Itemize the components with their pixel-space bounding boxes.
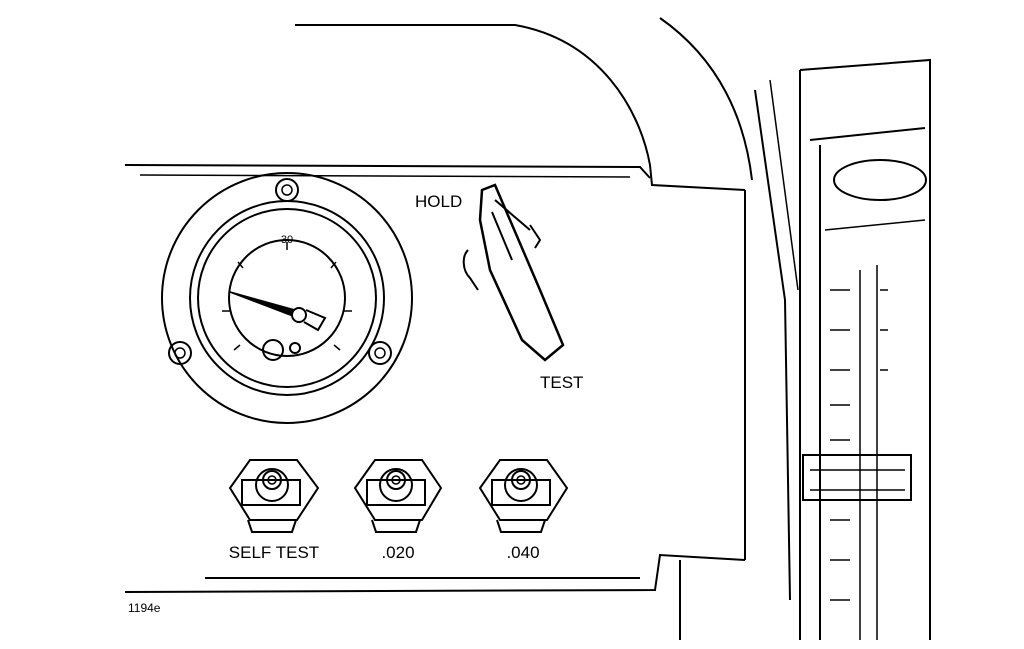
rack-handle <box>802 454 912 501</box>
self-test-button[interactable] <box>228 459 320 533</box>
bezel-screw-icon <box>368 341 392 365</box>
button-020-label: .020 <box>381 543 414 562</box>
gauge-bezel <box>161 172 413 424</box>
button-040[interactable] <box>478 459 569 533</box>
pressure-gauge: 30 <box>161 172 413 424</box>
button-020[interactable] <box>353 459 443 533</box>
selector-lever[interactable] <box>478 183 565 362</box>
hold-label: HOLD <box>415 192 462 211</box>
bezel-screw-icon <box>275 178 299 202</box>
button-040-label: .040 <box>506 543 539 562</box>
zero-adjust-icon <box>262 339 284 361</box>
bezel-screw-icon <box>168 341 192 365</box>
gauge-scale-label: 30 <box>281 234 293 246</box>
hold-test-selector[interactable] <box>462 183 565 362</box>
panel-bottom-edge <box>124 553 746 593</box>
housing-outline <box>124 17 753 560</box>
side-rack <box>799 58 931 640</box>
figure-id: 1194e <box>128 601 161 615</box>
test-label: TEST <box>540 373 583 392</box>
needle-hub <box>291 307 307 323</box>
frame-lines <box>679 79 799 640</box>
self-test-label: SELF TEST <box>229 543 319 562</box>
gauge-face <box>197 208 377 388</box>
access-oval <box>833 159 927 201</box>
